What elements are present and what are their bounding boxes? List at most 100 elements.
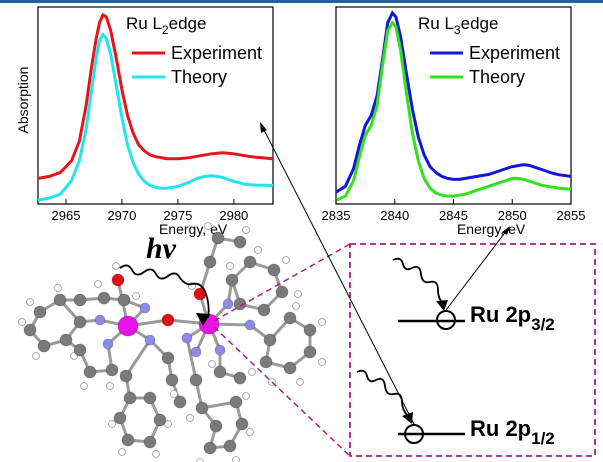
atom bbox=[59, 333, 73, 347]
hydrogen-atom bbox=[118, 448, 126, 456]
atom bbox=[257, 303, 271, 317]
atom bbox=[214, 344, 226, 356]
hydrogen-atom bbox=[186, 414, 194, 422]
atom bbox=[105, 363, 119, 377]
level-label-sub: 1/2 bbox=[531, 429, 555, 448]
atom bbox=[144, 334, 156, 346]
panel-label-rest: edge bbox=[169, 14, 207, 33]
atom bbox=[143, 391, 157, 405]
atom bbox=[37, 339, 51, 353]
panel-label: Ru L2edge bbox=[126, 14, 206, 37]
atom bbox=[73, 343, 87, 357]
hydrogen-atom bbox=[70, 352, 78, 360]
atom bbox=[244, 319, 256, 331]
x-axis-title: Energy, eV bbox=[457, 221, 526, 237]
hydrogen-atom bbox=[18, 318, 26, 326]
zoom-line-bottom bbox=[213, 326, 351, 457]
atom bbox=[97, 291, 111, 305]
atom bbox=[222, 298, 234, 310]
ru-dimer-molecule bbox=[18, 222, 326, 462]
photon-arrowhead-2p32 bbox=[436, 300, 448, 311]
panel-label-rest: edge bbox=[461, 14, 499, 33]
legend-label-experiment: Experiment bbox=[171, 43, 262, 63]
hydrogen-atom bbox=[248, 368, 256, 376]
hydrogen-atom bbox=[108, 420, 116, 428]
arrowhead-to-l2 bbox=[260, 122, 267, 133]
hydrogen-atom bbox=[54, 284, 62, 292]
core-hole-circle bbox=[436, 310, 456, 330]
atom bbox=[303, 323, 317, 337]
atom bbox=[161, 313, 175, 327]
hydrogen-atom bbox=[242, 226, 250, 234]
hydrogen-atom bbox=[170, 390, 178, 398]
legend-label-theory: Theory bbox=[171, 67, 227, 87]
arrow-to-l3 bbox=[445, 229, 508, 311]
atom bbox=[263, 333, 277, 347]
y-axis-title: Absorption bbox=[15, 67, 31, 134]
atom bbox=[123, 391, 137, 405]
atom bbox=[165, 373, 179, 387]
atom bbox=[33, 305, 47, 319]
atom bbox=[303, 345, 317, 359]
hydrogen-atom bbox=[80, 382, 88, 390]
atom bbox=[73, 293, 87, 307]
atom bbox=[243, 255, 257, 269]
level-label-main: Ru 2p bbox=[470, 416, 531, 441]
atom bbox=[94, 314, 106, 326]
atom bbox=[267, 263, 281, 277]
hydrogen-atom bbox=[226, 262, 234, 270]
series-line-theory bbox=[335, 20, 572, 202]
hydrogen-atom bbox=[232, 456, 240, 462]
atom bbox=[173, 395, 187, 409]
top-title-strip bbox=[0, 0, 603, 3]
x-tick-label: 2850 bbox=[498, 208, 527, 223]
hydrogen-atom bbox=[152, 450, 160, 458]
atom bbox=[283, 361, 297, 375]
atom bbox=[121, 433, 135, 447]
atom bbox=[233, 371, 247, 385]
hydrogen-atom bbox=[132, 292, 140, 300]
core-hole-circle bbox=[404, 424, 424, 444]
photon-wave-2p12 bbox=[356, 369, 409, 417]
plot-frame bbox=[37, 6, 274, 205]
photon-wave-molecule bbox=[119, 264, 210, 319]
hydrogen-atom bbox=[112, 262, 120, 270]
atom bbox=[233, 235, 247, 249]
atom bbox=[161, 351, 175, 365]
atom bbox=[189, 373, 203, 387]
atom bbox=[229, 395, 243, 409]
atom bbox=[153, 413, 167, 427]
atom bbox=[233, 297, 247, 311]
hydrogen-atom bbox=[164, 420, 172, 428]
x-tick-label: 2855 bbox=[557, 208, 586, 223]
atom bbox=[113, 411, 127, 425]
bond bbox=[185, 336, 198, 382]
hydrogen-atom bbox=[246, 428, 254, 436]
atom bbox=[195, 401, 209, 415]
arrowhead-to-l3 bbox=[502, 226, 510, 235]
zoom-line-top bbox=[213, 243, 351, 322]
hydrogen-atom bbox=[282, 256, 290, 264]
hydrogen-atom bbox=[318, 358, 326, 366]
arrow-to-l2 bbox=[262, 127, 415, 425]
panel-label-sub: 3 bbox=[454, 23, 461, 37]
atom bbox=[190, 346, 202, 358]
atom bbox=[259, 355, 273, 369]
level-label: Ru 2p3/2 bbox=[470, 302, 555, 334]
hydrogen-atom bbox=[106, 382, 114, 390]
atom bbox=[143, 435, 157, 449]
level-label-main: Ru 2p bbox=[470, 302, 531, 327]
atom bbox=[111, 273, 125, 287]
zoom-box bbox=[349, 243, 596, 457]
photon-wave-2p32 bbox=[392, 257, 443, 303]
bond bbox=[124, 338, 152, 378]
panel-label-main: Ru L bbox=[126, 14, 162, 33]
atom bbox=[283, 311, 297, 325]
atom bbox=[213, 365, 227, 379]
x-tick-label: 2845 bbox=[439, 208, 468, 223]
atom bbox=[73, 315, 87, 329]
hydrogen-atom bbox=[26, 298, 34, 306]
atom bbox=[209, 419, 223, 433]
